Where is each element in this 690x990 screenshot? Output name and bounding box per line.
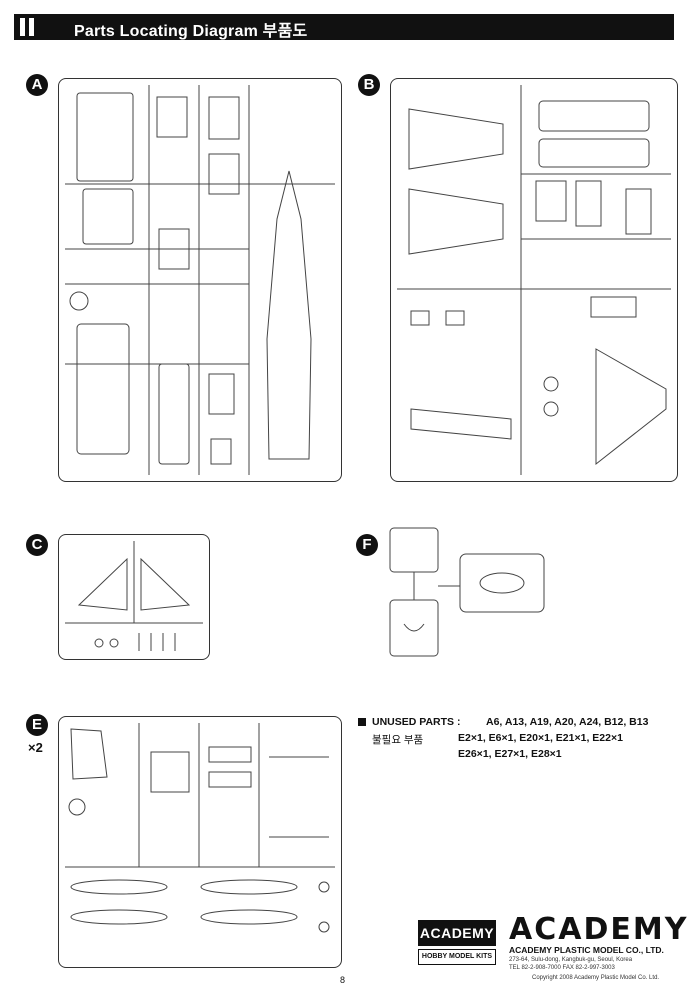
unused-parts-subtitle: 불필요 부품 xyxy=(372,734,424,746)
logo-tagline: HOBBY MODEL KITS xyxy=(418,949,496,965)
unused-parts-line1: A6, A13, A19, A20, A24, B12, B13 xyxy=(486,716,649,728)
sprue-c-badge: C xyxy=(26,534,48,556)
sprue-c-diagram xyxy=(58,534,210,660)
sprue-b-badge: B xyxy=(358,74,380,96)
unused-parts-title: UNUSED PARTS : xyxy=(372,716,461,728)
company-address: 273-64, Sulu-dong, Kangbuk-gu, Seoul, Ko… xyxy=(509,957,633,963)
sprue-e-diagram xyxy=(58,716,342,968)
company-name: ACADEMY PLASTIC MODEL CO., LTD. xyxy=(509,945,664,955)
bullet-square xyxy=(358,718,366,727)
sprue-e-badge: E xyxy=(26,714,48,736)
page-title: Parts Locating Diagram 부품도 xyxy=(74,23,308,40)
page-header: Parts Locating Diagram 부품도 xyxy=(14,14,674,40)
sprue-f-diagram xyxy=(388,526,546,658)
unused-parts-line3: E26×1, E27×1, E28×1 xyxy=(458,748,562,760)
sprue-f-badge: F xyxy=(356,534,378,556)
header-bar-mark xyxy=(29,18,34,36)
company-phone: TEL 82-2-908-7000 FAX 82-2-997-3003 xyxy=(509,965,615,971)
logo-name: ACADEMY xyxy=(418,920,496,946)
brand-wordmark: ACADEMY xyxy=(509,912,689,947)
sprue-b-diagram xyxy=(390,78,678,482)
page-number: 8 xyxy=(340,975,346,985)
copyright-text: Copyright 2008 Academy Plastic Model Co.… xyxy=(532,975,660,981)
sprue-a-badge: A xyxy=(26,74,48,96)
sprue-e-multiplier: ×2 xyxy=(28,740,43,755)
sprue-a-diagram xyxy=(58,78,342,482)
academy-logo-box: ACADEMY HOBBY MODEL KITS xyxy=(418,920,496,968)
header-bar-mark xyxy=(20,18,25,36)
unused-parts-line2: E2×1, E6×1, E20×1, E21×1, E22×1 xyxy=(458,732,623,744)
